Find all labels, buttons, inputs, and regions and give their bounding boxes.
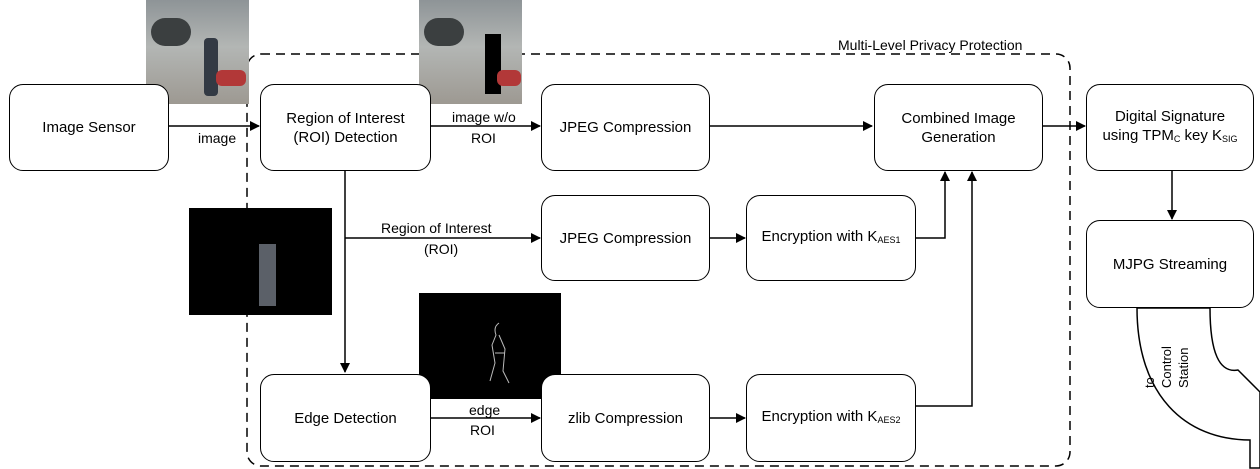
roi-detection-label: Region of Interest (ROI) Detection [286,109,405,146]
edge-enc2-to-combined [916,171,977,407]
camera-device-icon [151,18,191,46]
edge-roi-thumbnail [419,293,561,399]
mjpg-streaming-box: MJPG Streaming [1086,220,1254,308]
to-control-station-arrow [1136,307,1260,469]
red-chairs [216,70,246,86]
jpeg-compression-roi-label: JPEG Compression [559,229,692,247]
camera-scene-thumbnail [146,0,249,104]
roi-only-thumbnail [189,208,332,315]
to-control-station-label: to Control Station [1142,346,1191,388]
edge-detection-label: Edge Detection [294,409,397,427]
edge-label-image-wo: image w/o [452,109,516,125]
privacy-frame-title: Multi-Level Privacy Protection [838,37,1023,53]
edge-person-outline [489,322,510,384]
digital-signature-box: Digital Signature using TPMC key KSIG [1086,84,1254,171]
connectors [169,121,1177,423]
privacy-frame [246,53,1071,467]
encryption-aes2-label: Encryption with KAES2 [761,407,901,425]
image-sensor-label: Image Sensor [42,119,136,136]
edge-label-edge-roi: ROI [470,422,495,438]
digital-signature-line2: using TPMC key KSIG [1102,126,1238,144]
edge-label-edge: edge [469,402,501,418]
person-silhouette [204,38,218,96]
zlib-compression-box: zlib Compression [541,374,710,462]
roi-mask-block [485,34,501,94]
roi-detection-box: Region of Interest (ROI) Detection [260,84,431,171]
jpeg-compression-main-label: JPEG Compression [559,119,692,136]
edge-label-image: image [198,130,237,146]
edge-label-roi-2: (ROI) [424,241,459,257]
edge-label-image-wo-roi: ROI [471,130,496,146]
red-chairs [497,70,521,86]
combined-image-box: Combined Image Generation [874,84,1043,171]
image-sensor-box: Image Sensor [9,84,169,171]
camera-device-icon [424,18,464,46]
mjpg-streaming-label: MJPG Streaming [1112,255,1228,273]
jpeg-compression-main-box: JPEG Compression [541,84,710,171]
combined-image-label: Combined Image Generation [901,109,1016,146]
edge-enc1-to-combined [916,171,950,239]
edge-label-roi-1: Region of Interest [381,220,492,236]
digital-signature-line1: Digital Signature [1114,107,1226,125]
roi-person-crop [259,244,276,306]
encryption-aes2-box: Encryption with KAES2 [746,374,916,462]
encryption-aes1-label: Encryption with KAES1 [761,227,901,245]
masked-scene-thumbnail [419,0,522,104]
edge-detection-box: Edge Detection [260,374,431,462]
jpeg-compression-roi-box: JPEG Compression [541,195,710,281]
zlib-compression-label: zlib Compression [567,409,684,427]
encryption-aes1-box: Encryption with KAES1 [746,195,916,281]
